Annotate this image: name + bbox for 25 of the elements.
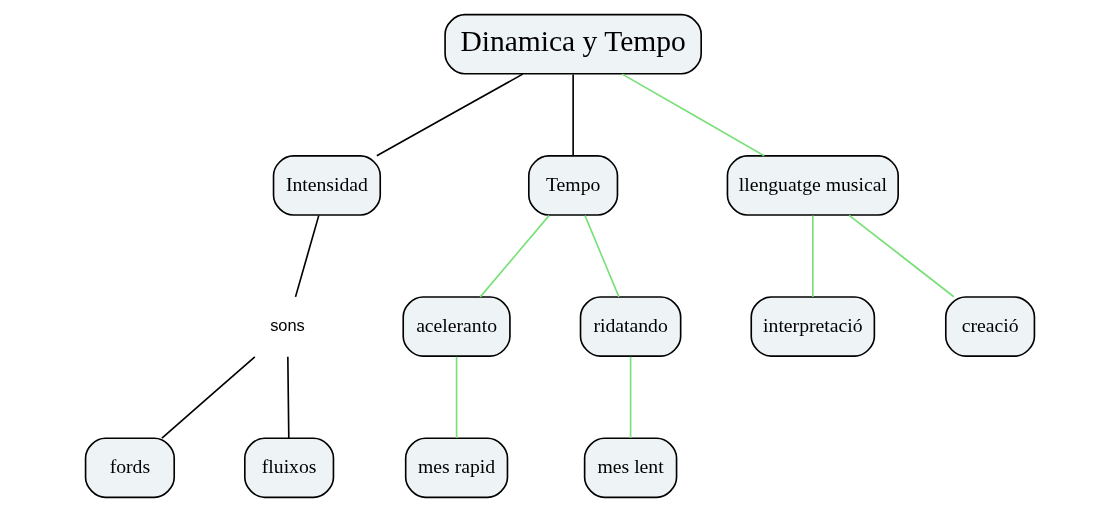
connector: [620, 73, 765, 157]
node-box: fords: [84, 437, 175, 499]
node-box: Dinamica y Tempo: [443, 13, 702, 75]
connector: [571, 73, 574, 157]
node-box: interpretació: [749, 296, 875, 357]
connector: [583, 214, 620, 298]
connector: [847, 214, 955, 298]
node-box: llenguatge musical: [726, 155, 899, 216]
connector: [375, 73, 524, 157]
connector: [294, 214, 320, 298]
connector: [811, 214, 814, 298]
connector: [629, 356, 631, 439]
connector: [479, 214, 550, 298]
node-box: mes lent: [583, 437, 677, 499]
connector: [286, 356, 290, 439]
node-text: sons: [269, 315, 305, 334]
connector: [455, 356, 457, 439]
node-box: creació: [944, 296, 1035, 357]
node-box: mes rapid: [404, 437, 508, 499]
node-box: Tempo: [527, 155, 618, 216]
node-box: fluixos: [243, 437, 334, 499]
node-box: ridatando: [579, 296, 681, 357]
node-box: Intensidad: [272, 155, 381, 216]
node-box: aceleranto: [401, 296, 511, 357]
connector: [160, 356, 256, 439]
